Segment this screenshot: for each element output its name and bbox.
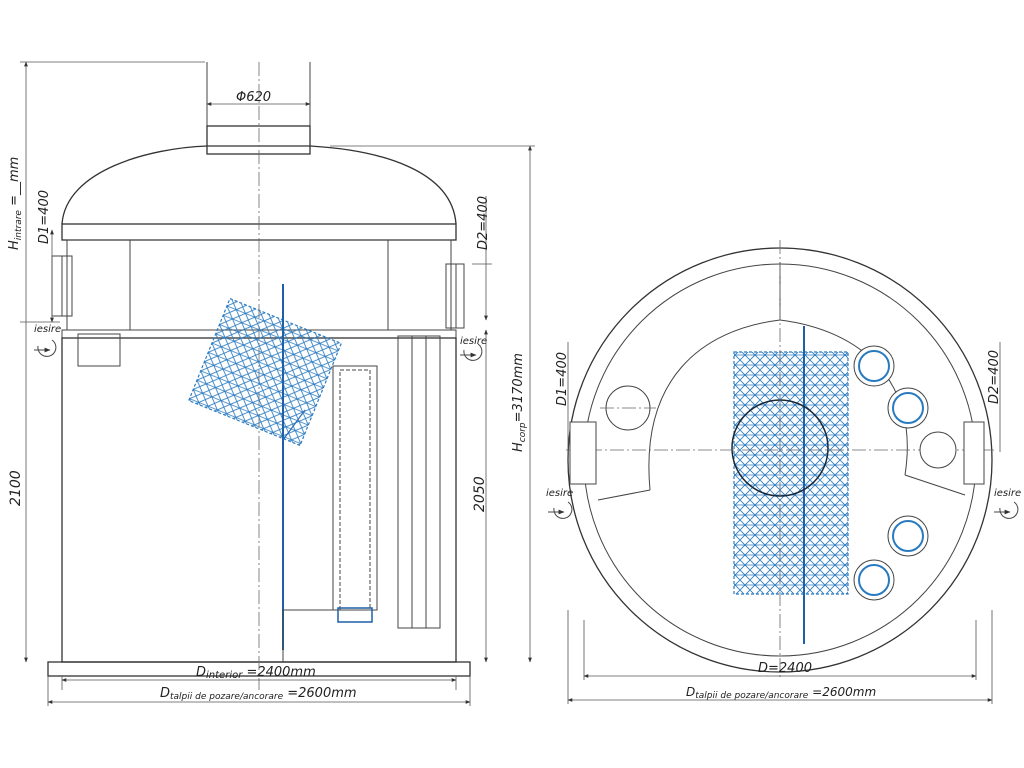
iesire-right-label: iesire bbox=[460, 336, 487, 347]
inlet-neck: Φ620 bbox=[206, 62, 311, 155]
plan-diameter-label: D=2400 bbox=[758, 661, 812, 676]
side-view: Φ620 bbox=[7, 61, 535, 706]
plan-view: D1=400 iesire D2=400 iesire D=2400 Dtalp… bbox=[546, 240, 1021, 704]
filter-column bbox=[332, 365, 378, 623]
outlet-arrow-icon bbox=[460, 343, 483, 361]
d1-left-label: D1=400 bbox=[37, 190, 52, 244]
height-2050-label: 2050 bbox=[472, 476, 488, 512]
d2-left-label: D2=400 bbox=[476, 196, 491, 250]
outlet-riser bbox=[397, 335, 441, 629]
outlet-arrow-icon bbox=[994, 501, 1019, 519]
inlet-diameter-label: Φ620 bbox=[236, 90, 271, 105]
outlet-pipe-plan bbox=[963, 421, 985, 485]
filter-cartridges bbox=[853, 345, 929, 601]
coalescing-media-tilted bbox=[187, 297, 343, 447]
outlet-port-circle bbox=[919, 431, 957, 469]
d-interior-label: Dinterior =2400mm bbox=[196, 665, 316, 681]
plan-d-talpii-label: Dtalpii de pozare/ancorare =2600mm bbox=[686, 685, 876, 701]
inlet-pipe-right bbox=[445, 263, 465, 329]
h-corp-label: Hcorp=3170mm bbox=[511, 353, 528, 452]
iesire-left-label: iesire bbox=[34, 324, 61, 335]
outlet-arrow-icon bbox=[34, 339, 57, 357]
iesire-plan-left-label: iesire bbox=[546, 488, 573, 499]
d2-right-label: D2=400 bbox=[987, 350, 1002, 404]
dome-cover bbox=[61, 145, 457, 225]
d-talpii-label: Dtalpii de pozare/ancorare =2600mm bbox=[160, 686, 357, 702]
d1-right-label: D1=400 bbox=[555, 352, 570, 406]
height-2100-label: 2100 bbox=[8, 470, 24, 506]
h-intrare-label: Hintrare =__mm bbox=[7, 157, 24, 250]
outlet-arrow-icon bbox=[548, 501, 573, 519]
inlet-pipe-plan bbox=[569, 421, 597, 485]
coalescing-media-plan bbox=[733, 351, 849, 595]
iesire-plan-right-label: iesire bbox=[994, 488, 1021, 499]
outlet-pipe-stub bbox=[77, 333, 121, 367]
